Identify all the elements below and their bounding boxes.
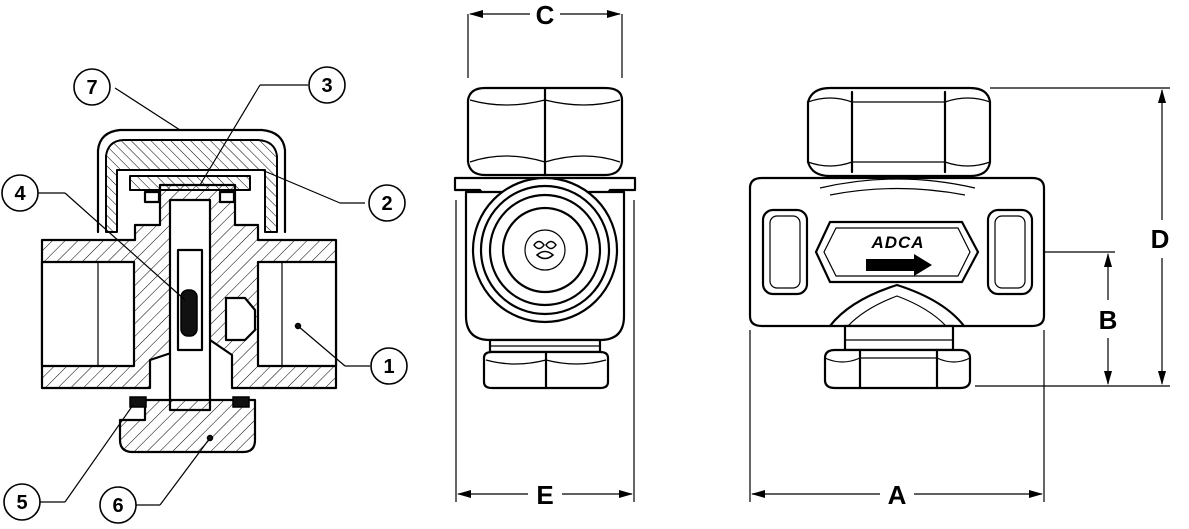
- gasket-left: [129, 396, 147, 408]
- dimension-e-label: E: [536, 480, 553, 510]
- side-bottom-nut: [823, 348, 972, 390]
- callout-3: 3: [321, 75, 332, 97]
- end-view: C E: [453, 0, 637, 510]
- nozzle: [224, 296, 257, 342]
- gasket-right: [232, 396, 250, 408]
- end-port-outer: [471, 176, 619, 324]
- callout-4: 4: [14, 183, 26, 205]
- side-lug-right: [986, 208, 1034, 296]
- callout-7: 7: [86, 77, 97, 99]
- flow-arrow-icon: [866, 254, 932, 276]
- outlet-bore: [256, 260, 338, 368]
- callout-5: 5: [16, 492, 27, 514]
- dimension-b-label: B: [1099, 305, 1118, 335]
- callouts: 7 3 4 2 1 5 6: [1, 66, 408, 524]
- side-view: ADCA D B A: [748, 86, 1170, 510]
- nameplate: [814, 220, 980, 284]
- dimension-a-label: A: [888, 480, 907, 510]
- cap-inner: [105, 139, 278, 233]
- inlet-bore: [40, 260, 136, 368]
- filter-screen: [180, 289, 198, 337]
- callout-2: 2: [381, 193, 392, 215]
- disc: [129, 175, 251, 191]
- side-top-nut: [806, 86, 992, 178]
- cap-outline: [96, 128, 287, 234]
- bottom-plug: [118, 398, 257, 454]
- section-view: [40, 128, 338, 454]
- callout-6: 6: [112, 495, 123, 517]
- dimension-c-label: C: [536, 0, 555, 30]
- brand-mark: ADCA: [870, 233, 924, 252]
- callout-1: 1: [383, 356, 394, 378]
- side-lug-left: [761, 208, 809, 296]
- dimension-d-label: D: [1151, 224, 1170, 254]
